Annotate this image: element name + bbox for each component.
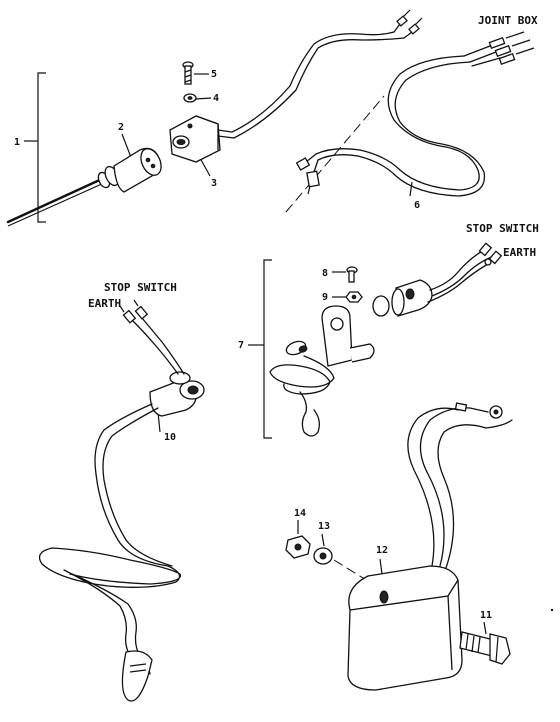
part-14-nut <box>285 520 311 559</box>
callout-2: 2 <box>118 122 124 133</box>
part-6-harness <box>285 31 535 213</box>
part-5-screw <box>182 61 209 85</box>
callout-8: 8 <box>322 268 328 279</box>
part-13-washer <box>313 533 333 565</box>
callout-13: 13 <box>318 521 330 532</box>
part-2-plug <box>6 133 162 227</box>
part-3-socket <box>169 31 405 177</box>
callout-6: 6 <box>414 200 420 211</box>
stop-switch-top <box>372 242 503 317</box>
callout-1: 1 <box>14 137 20 148</box>
part-12-joint-box <box>333 402 513 691</box>
callout-3: 3 <box>211 178 217 189</box>
callout-14: 14 <box>294 508 306 519</box>
joint-box-label: JOINT BOX <box>478 14 538 27</box>
part-7-bracket <box>248 259 272 439</box>
part-1-bracket <box>24 72 46 223</box>
callout-10: 10 <box>164 432 176 443</box>
callout-4: 4 <box>213 93 219 104</box>
joint-box-connectors-top <box>393 9 423 39</box>
callout-12: 12 <box>376 545 388 556</box>
callout-11: 11 <box>480 610 492 621</box>
part-10-stop-switch <box>38 299 205 702</box>
callout-7: 7 <box>238 340 244 351</box>
part-8-screw <box>332 266 358 283</box>
callout-5: 5 <box>211 69 217 80</box>
part-11-bolt <box>459 621 511 665</box>
part-9-nut <box>332 291 363 303</box>
stop-switch-label-top: STOP SWITCH <box>466 222 539 235</box>
stray-dot <box>550 608 554 612</box>
callout-9: 9 <box>322 292 328 303</box>
earth-label-top: EARTH <box>503 246 536 259</box>
part-4-washer <box>183 93 212 103</box>
stop-switch-label-left: STOP SWITCH <box>104 281 177 294</box>
lanyard-bracket <box>269 305 375 437</box>
earth-label-left: EARTH <box>88 297 121 310</box>
